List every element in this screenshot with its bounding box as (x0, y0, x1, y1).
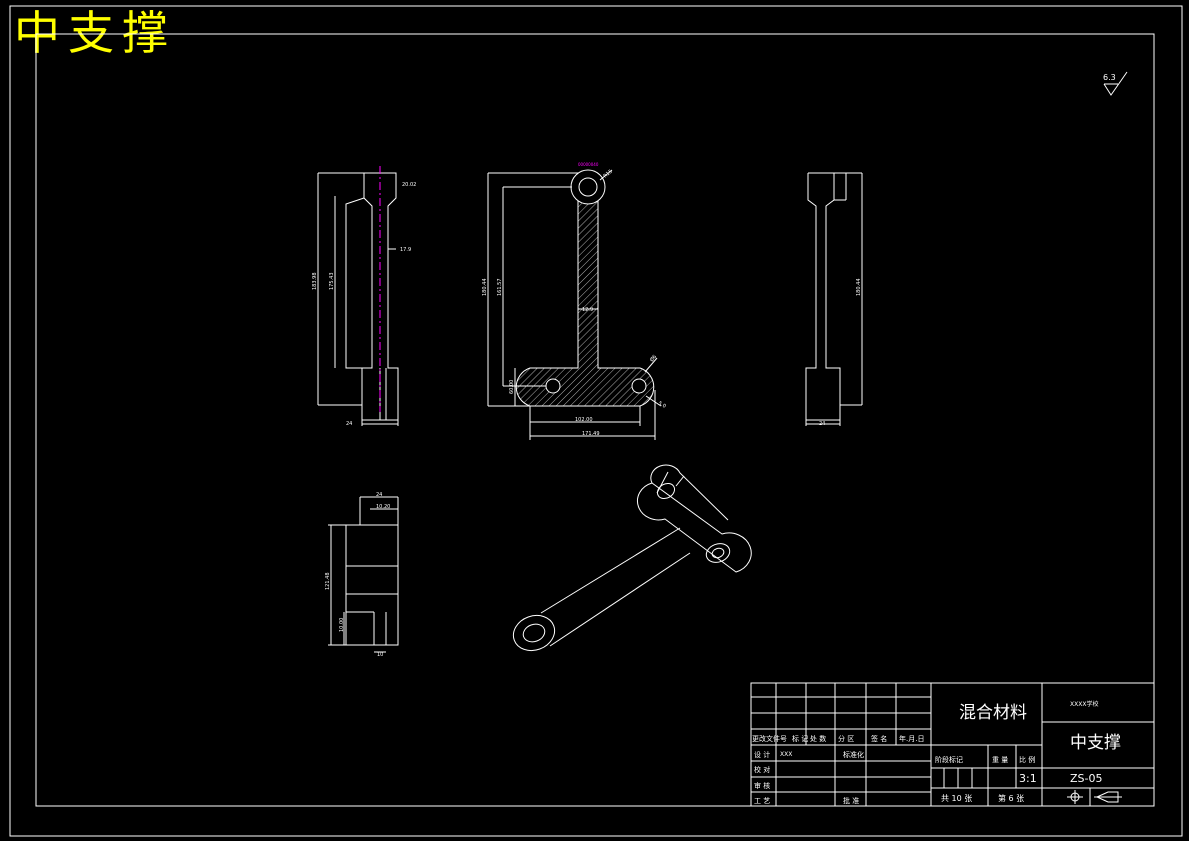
title-block (750, 682, 1155, 807)
tb-scale: 3:1 (1019, 772, 1037, 785)
dim-top-bottom: 10 (377, 652, 383, 658)
right-view (805, 172, 863, 426)
drawing-title: 中支撑 (14, 6, 176, 60)
tb-scale-label: 比 例 (1019, 755, 1035, 764)
tb-company: XXXX学校 (1070, 700, 1098, 708)
dim-front-top: 20.02 (402, 182, 416, 188)
tb-row-process: 工 艺 (754, 797, 770, 805)
tb-rev-header-2: 处 数 (810, 734, 826, 743)
tb-row-check: 校 对 (754, 765, 770, 774)
front-view (317, 172, 399, 426)
isometric-view (512, 464, 752, 652)
dim-right-height: 180.44 (856, 279, 862, 297)
tb-rev-header-5: 年.月.日 (899, 734, 924, 743)
tb-total-sheets: 共 10 张 (941, 794, 972, 803)
dim-top-width: 24 (376, 492, 382, 498)
tb-weight: 重 量 (992, 756, 1008, 764)
dim-side-base-inner: 102.00 (575, 417, 593, 423)
dim-front-web: 17.9 (400, 247, 411, 253)
tb-stage-mark: 阶段标记 (935, 755, 963, 764)
dim-side-inner: 161.57 (497, 279, 503, 297)
tb-part-name: 中支撑 (1070, 733, 1121, 753)
tb-material: 混合材料 (959, 703, 1027, 723)
tb-rev-header-3: 分 区 (838, 734, 854, 743)
tb-designer: XXX (780, 751, 792, 758)
dim-right-width: 24 (819, 421, 825, 427)
tb-rev-header-0: 更改文件号 (752, 734, 787, 743)
outer-border (9, 5, 1183, 837)
tb-rev-header-1: 标 记 (792, 734, 808, 743)
balloon-label: 00000040 (578, 162, 599, 167)
tb-sheet-no: 第 6 张 (998, 793, 1024, 803)
dim-side-bottom-left: 60.00 (509, 380, 515, 394)
dim-front-bottom: 24 (346, 421, 352, 427)
tb-drawing-no: ZS-05 (1070, 772, 1102, 785)
dim-top-height: 121.48 (325, 573, 331, 591)
dim-top-inner: 10.20 (376, 504, 390, 510)
dim-top-slot: 10.00 (339, 618, 345, 632)
tb-row-design: 设 计 (754, 750, 770, 759)
dim-front-overall: 183.98 (312, 273, 318, 291)
inner-border (35, 33, 1155, 807)
dim-side-hole-dim: 5.0 (657, 401, 667, 410)
dim-side-base-total: 171.49 (582, 431, 600, 437)
dim-side-hole: Ø6 (648, 353, 658, 363)
roughness-symbol: 6.3 (1103, 71, 1128, 96)
tb-rev-header-4: 签 名 (871, 734, 887, 743)
tb-row-review: 审 核 (754, 781, 770, 790)
dim-side-web: 12.9 (582, 307, 593, 313)
tb-row-standard: 标准化 (843, 750, 864, 759)
dim-front-inner: 175.43 (329, 273, 335, 291)
dim-side-radius: R15 (602, 169, 613, 180)
roughness-value: 6.3 (1103, 73, 1116, 82)
tb-row-approve: 批 准 (843, 796, 859, 805)
side-view (487, 169, 662, 440)
dim-side-main: 180.44 (482, 279, 488, 297)
top-view (328, 496, 399, 653)
